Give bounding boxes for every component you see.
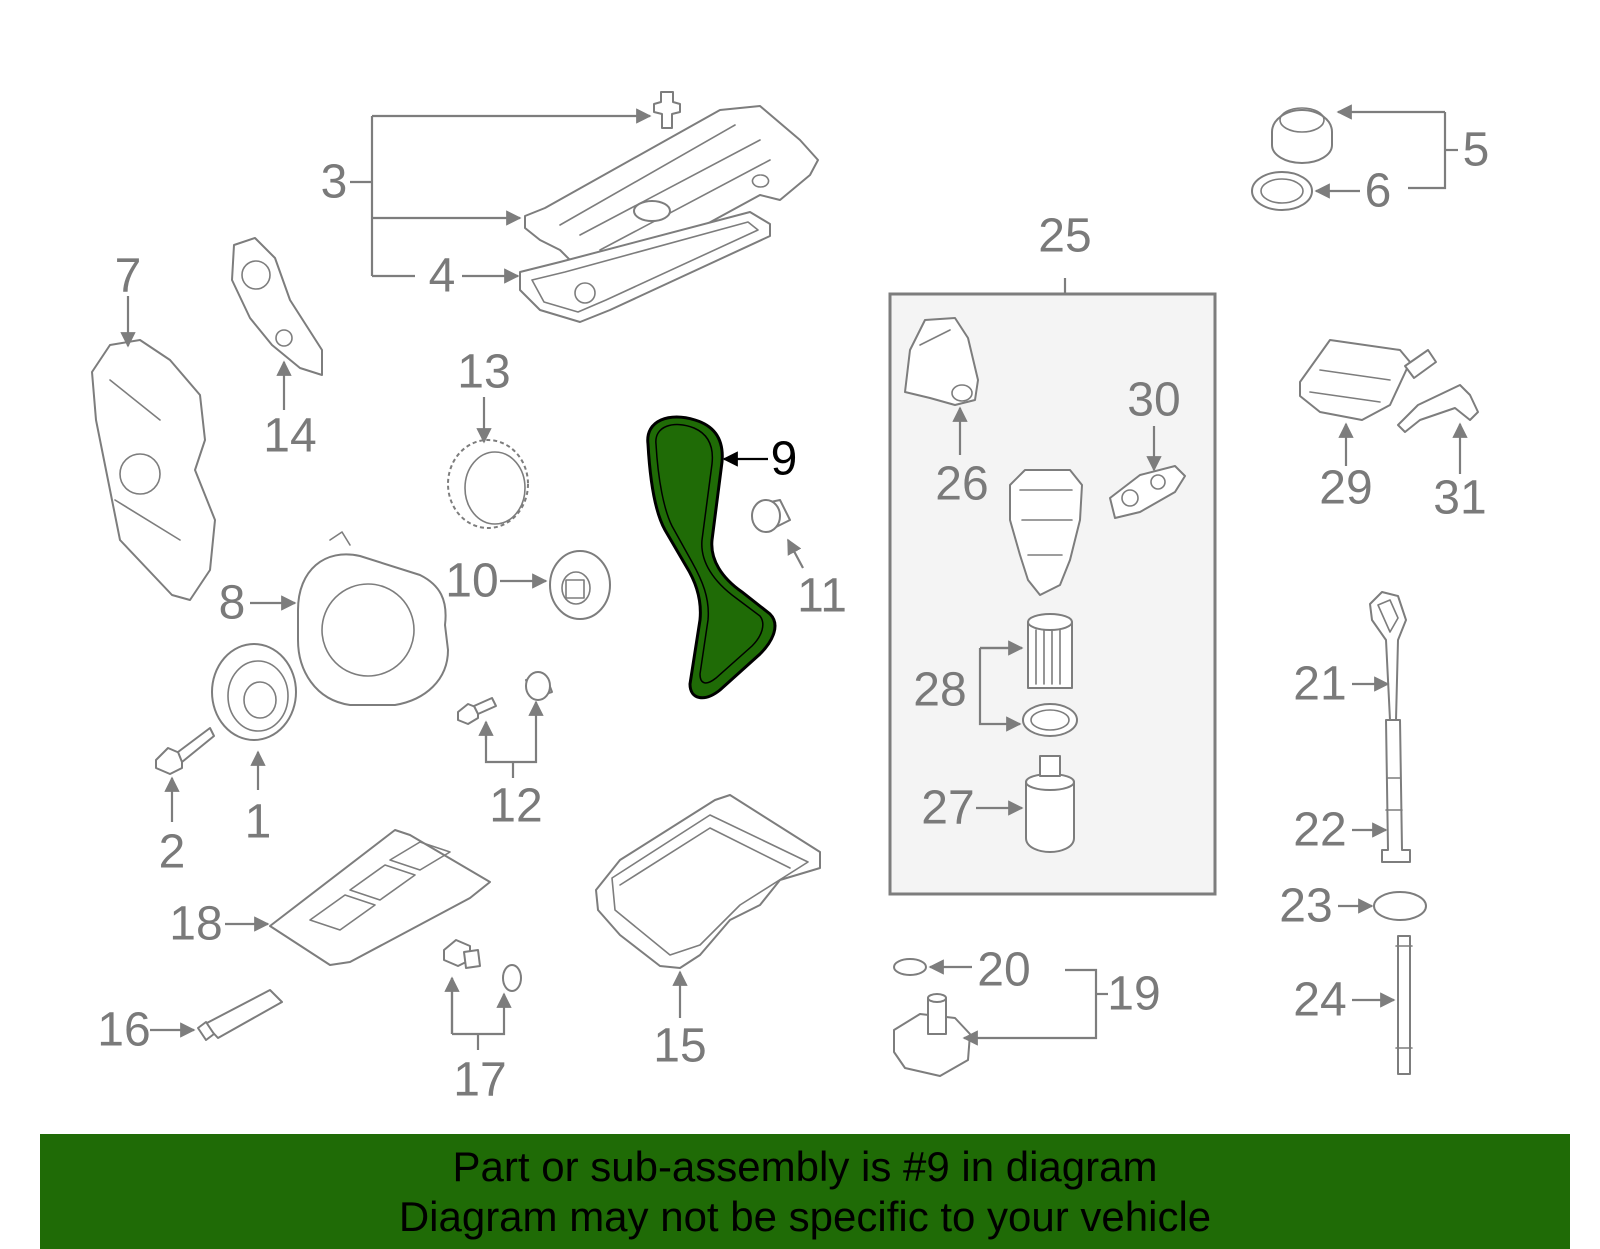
leader-17 [450, 978, 504, 1036]
dipstick-tube-illustration [1381, 719, 1411, 863]
callout-16: 16 [97, 1004, 150, 1057]
drain-plug-and-washer-illustration [443, 939, 522, 992]
callout-15: 15 [653, 1020, 706, 1073]
crank-bolt-illustration [155, 727, 215, 775]
oil-pan-illustration [595, 794, 821, 969]
dipstick-illustration [1369, 591, 1407, 721]
filter-o-ring-illustration [1022, 703, 1078, 737]
callout-30: 30 [1127, 374, 1180, 427]
callout-21: 21 [1293, 658, 1346, 711]
guide-tube-illustration [1395, 935, 1413, 1075]
callout-13: 13 [457, 346, 510, 399]
oil-cooler-illustration [1299, 339, 1437, 421]
leader-11 [787, 538, 804, 569]
oil-level-sensor-illustration [893, 993, 971, 1077]
filter-element-illustration [1027, 613, 1073, 689]
callout-27: 27 [921, 782, 974, 835]
cover-plate-illustration [231, 237, 323, 376]
sprocket-illustration [447, 439, 529, 529]
callout-17: 17 [453, 1054, 506, 1107]
leader-12 [484, 700, 544, 764]
callout-31: 31 [1433, 472, 1486, 525]
leader-5 [1338, 112, 1447, 190]
callout-25: 25 [1038, 210, 1091, 263]
callout-5: 5 [1463, 124, 1490, 177]
banner-line-1: Part or sub-assembly is #9 in diagram [452, 1143, 1158, 1190]
callout-7: 7 [115, 250, 142, 303]
sensor-o-ring-illustration [893, 958, 927, 976]
leader-3-top [370, 116, 650, 276]
callout-9-highlighted: 9 [771, 433, 798, 486]
callout-3: 3 [321, 156, 348, 209]
callout-22: 22 [1293, 804, 1346, 857]
tensioner-illustration [549, 550, 611, 620]
filter-cap-illustration [1025, 755, 1075, 853]
callout-29: 29 [1319, 462, 1372, 515]
callout-19: 19 [1107, 968, 1160, 1021]
callout-18: 18 [169, 898, 222, 951]
callout-1: 1 [245, 796, 272, 849]
callout-10: 10 [445, 555, 498, 608]
callout-24: 24 [1293, 974, 1346, 1027]
tube-o-ring-illustration [1373, 891, 1427, 921]
timing-cover-illustration [91, 339, 216, 601]
crank-pulley-illustration [211, 643, 297, 741]
oil-filler-cap-illustration [1271, 107, 1333, 164]
callout-23: 23 [1279, 880, 1332, 933]
bracket-illustration [1397, 384, 1479, 433]
bolt-and-sleeve-illustration [457, 671, 553, 725]
callout-20: 20 [977, 944, 1030, 997]
callout-4: 4 [429, 250, 456, 303]
callout-28: 28 [913, 664, 966, 717]
banner-line-2: Diagram may not be specific to your vehi… [398, 1193, 1212, 1240]
housing-gasket-illustration [1109, 465, 1186, 519]
oil-filter-housing-illustration [1009, 469, 1083, 596]
callout-11: 11 [797, 570, 847, 623]
housing-cover-illustration [904, 317, 979, 406]
filler-cap-seal-illustration [1251, 171, 1313, 211]
callout-8: 8 [219, 577, 246, 630]
callout-14: 14 [263, 410, 316, 463]
info-banner: Part or sub-assembly is #9 in diagram Di… [40, 1134, 1570, 1249]
callout-2: 2 [159, 826, 186, 879]
engine-back-plate-illustration [297, 531, 449, 706]
timing-belt-highlighted-illustration [646, 415, 777, 700]
valve-cover-gasket-illustration [519, 211, 771, 323]
baffle-plate-illustration [269, 829, 491, 966]
callout-12: 12 [489, 780, 542, 833]
sealant-tube-illustration [197, 989, 283, 1041]
callout-26: 26 [935, 458, 988, 511]
leader-19 [962, 968, 1098, 1046]
bushing-illustration [751, 499, 791, 533]
valve-cover-illustration [524, 91, 819, 281]
callout-6: 6 [1365, 165, 1392, 218]
